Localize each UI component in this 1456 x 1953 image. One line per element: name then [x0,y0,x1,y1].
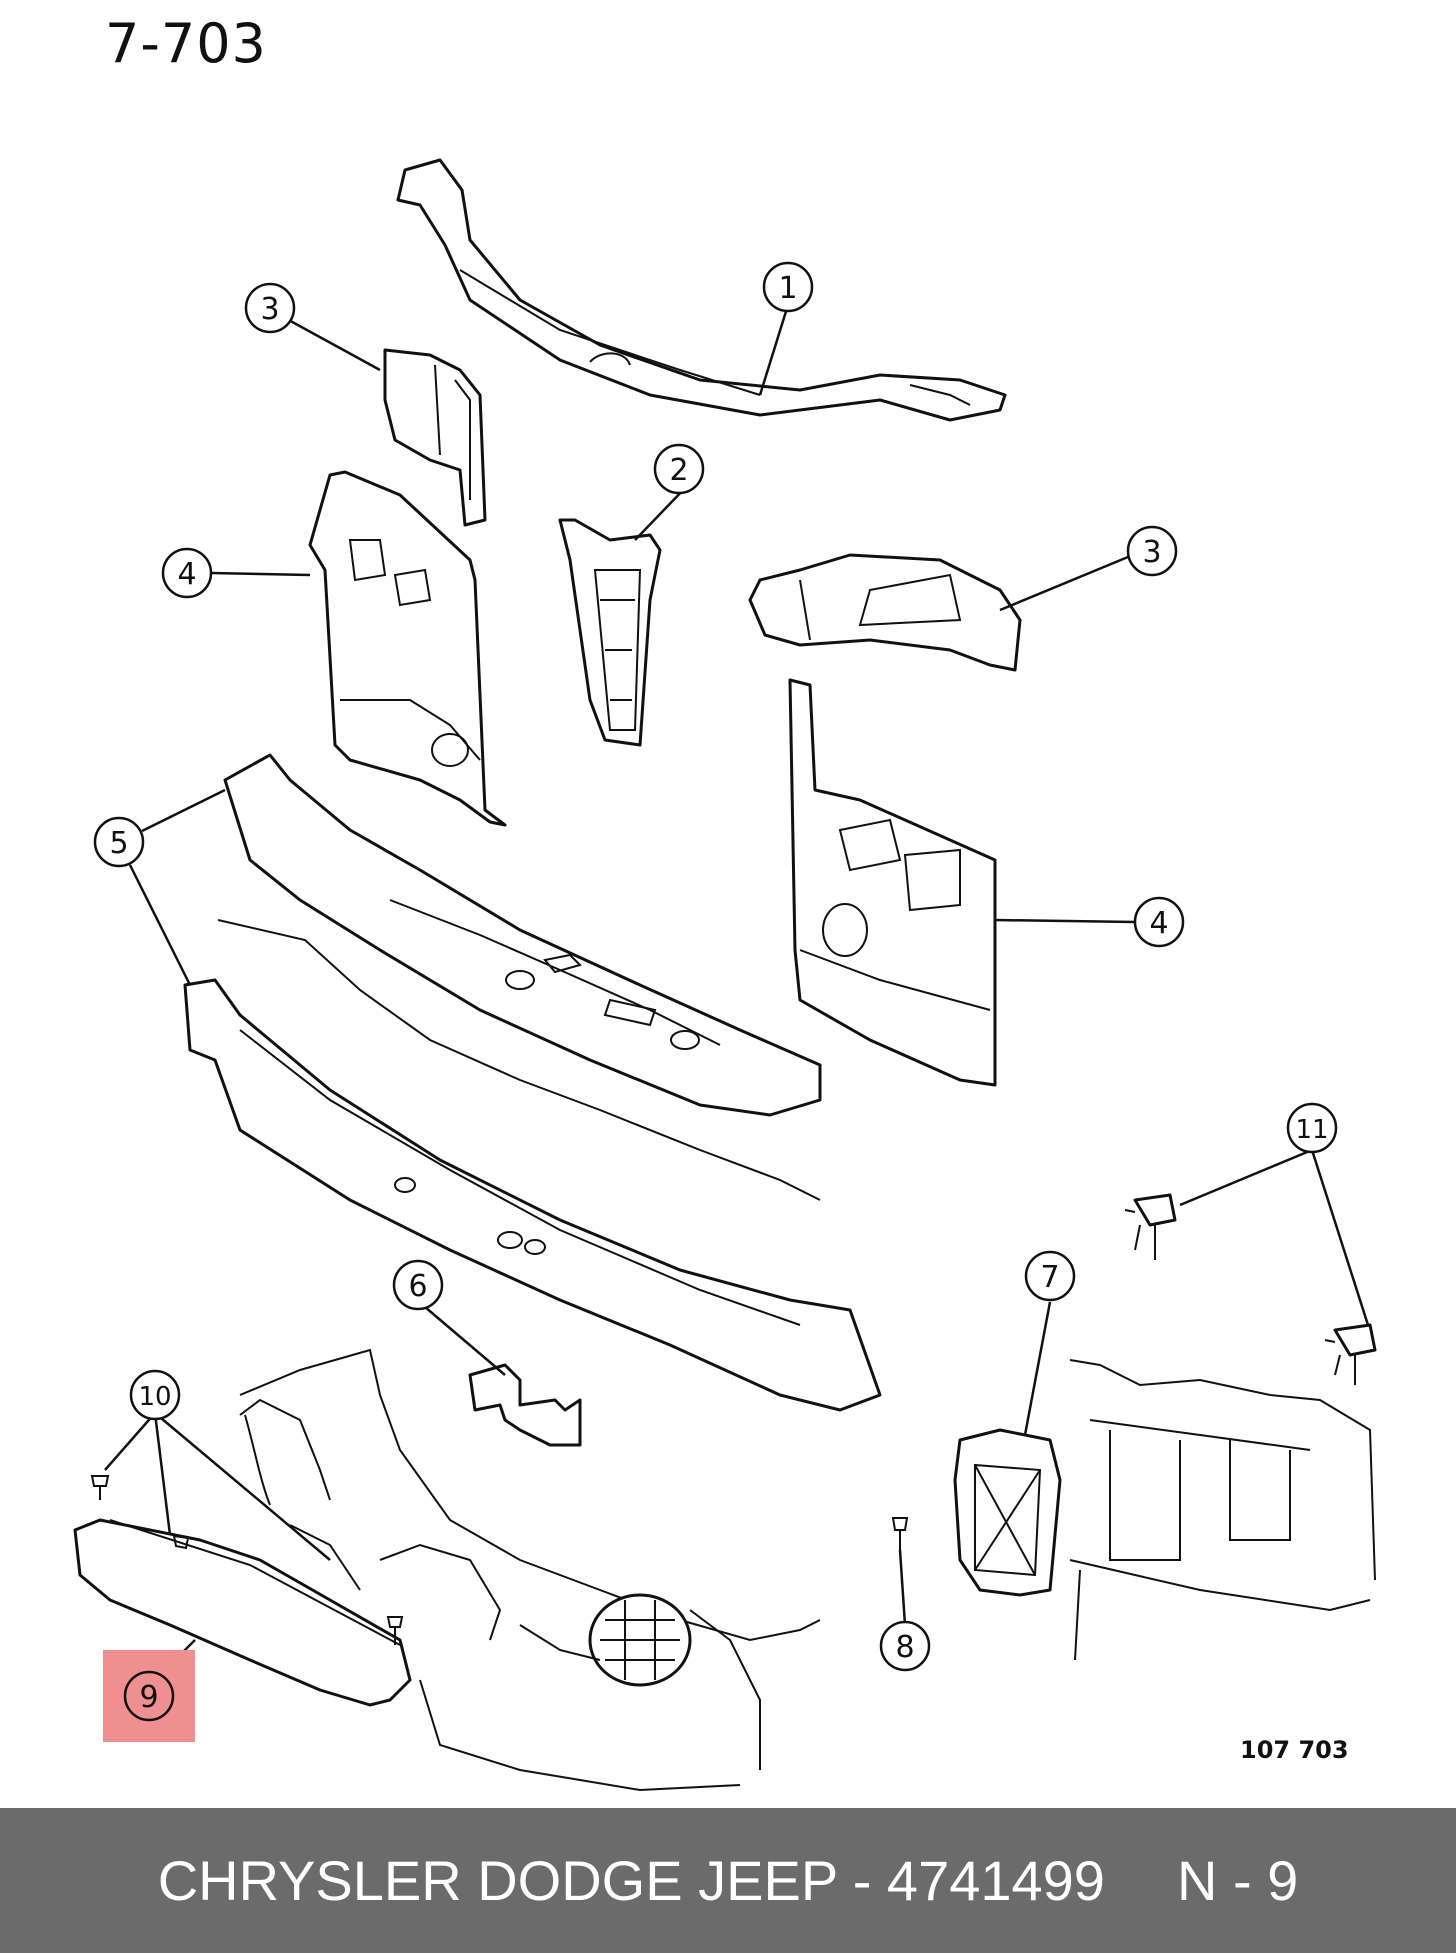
diagram-drawing: 1 2 3 3 4 4 5 6 [73,158,1377,1792]
svg-text:8: 8 [895,1630,914,1665]
svg-text:4: 4 [1149,906,1168,941]
callout-3-right: 3 [1126,525,1178,577]
part-2-center-support [558,518,662,747]
callout-9-label: 9 [139,1680,158,1715]
callout-9-bubble: 9 [123,1670,175,1722]
part-11-clips [1124,1193,1377,1385]
part-3-left-bracket [383,348,487,527]
svg-text:2: 2 [669,453,688,488]
callout-7: 7 [1024,1250,1076,1302]
callout-11: 11 [1286,1102,1338,1154]
body-structure [1069,1359,1376,1661]
part-5-lower-panel [183,919,882,1412]
exploded-parts-diagram: 1 2 3 3 4 4 5 6 [73,158,1377,1792]
part-5-upper-panel [223,753,822,1117]
front-end-assembly [73,1348,821,1792]
svg-text:4: 4 [177,557,196,592]
callout-8: 8 [879,1620,931,1672]
svg-text:3: 3 [1142,535,1161,570]
page-code: 7-703 [105,12,267,75]
svg-text:10: 10 [138,1382,171,1412]
svg-text:11: 11 [1295,1115,1328,1145]
part-1-crossmember [396,158,1007,422]
callout-10: 10 [129,1369,181,1421]
callout-6: 6 [392,1259,444,1311]
svg-text:6: 6 [408,1269,427,1304]
footer-banner: CHRYSLER DODGE JEEP - 4741499 N - 9 [0,1808,1456,1953]
part-3-right-bracket [748,553,1022,672]
footer-reference: N - 9 [1176,1849,1299,1912]
part-8-screw [891,1517,909,1550]
callout-2: 2 [653,443,705,495]
svg-text:1: 1 [778,271,797,306]
callout-5: 5 [93,816,145,868]
svg-text:7: 7 [1040,1260,1059,1295]
svg-text:5: 5 [109,826,128,861]
part-6-clip [468,1363,582,1447]
leader-lines [104,304,1370,1691]
highlighted-callout-9: 9 [103,1650,195,1742]
callout-4-right: 4 [1133,896,1185,948]
callout-3-left: 3 [244,282,296,334]
part-7-bracket [953,1428,1062,1597]
callout-1: 1 [762,261,814,313]
figure-code: 107 703 [1240,1736,1349,1764]
part-4-right-panel [788,678,997,1087]
svg-text:3: 3 [260,292,279,327]
footer-part-title: CHRYSLER DODGE JEEP - 4741499 [157,1849,1105,1912]
part-4-left-panel [308,470,507,827]
callout-4-left: 4 [161,547,213,599]
part-10-bolts [90,1475,404,1645]
